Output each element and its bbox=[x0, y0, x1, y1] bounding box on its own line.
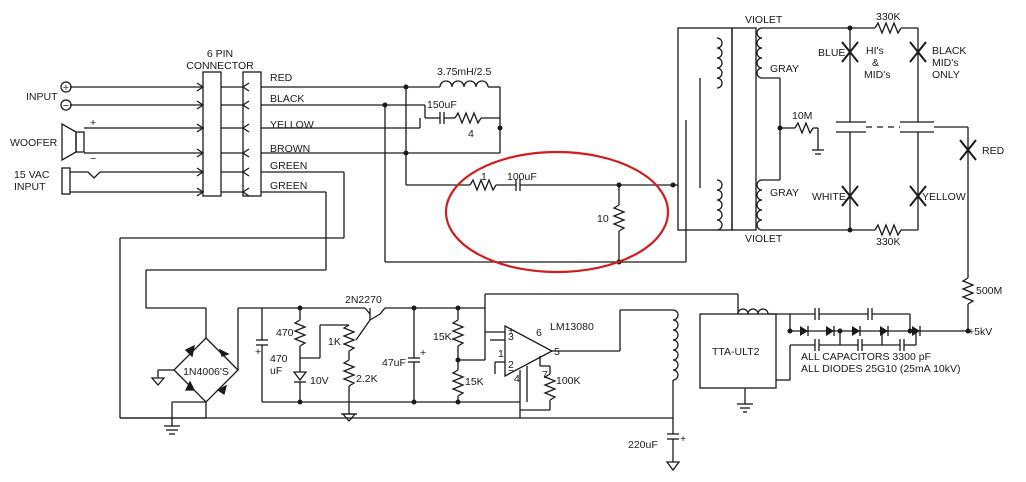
violet-top-label: VIOLET bbox=[745, 14, 783, 26]
wire-black-label: BLACK bbox=[270, 93, 304, 105]
output-transformer bbox=[673, 27, 850, 262]
pin-plus: + bbox=[508, 325, 514, 337]
six-pin-connector bbox=[202, 71, 262, 197]
tta-ult2-transformer bbox=[120, 308, 790, 472]
bridge-rectifier bbox=[120, 307, 262, 435]
res-100k-label: 100K bbox=[556, 375, 581, 387]
res-1-label: 1 bbox=[481, 171, 487, 183]
cap-470-label-1: 470 bbox=[270, 353, 288, 365]
crossover-wiring bbox=[119, 80, 686, 418]
res-2-2k-label: 2.2K bbox=[356, 373, 378, 385]
cap-470-label-2: uF bbox=[270, 365, 282, 377]
res-470-label: 470 bbox=[276, 327, 294, 339]
input-label: INPUT bbox=[26, 91, 58, 103]
pin-3: 3 bbox=[508, 331, 514, 343]
tta-label: TTA-ULT2 bbox=[712, 346, 760, 358]
his-label-2: & bbox=[872, 57, 879, 69]
pin-minus: − bbox=[508, 365, 514, 377]
input-minus-terminal bbox=[60, 99, 72, 111]
voltage-multiplier bbox=[789, 308, 968, 380]
input-minus-sign: − bbox=[63, 100, 69, 112]
pin-1: 1 bbox=[498, 348, 504, 360]
black-mid-label-1: BLACK bbox=[932, 45, 966, 57]
regulator-circuit bbox=[256, 293, 739, 422]
gray-bottom-label: GRAY bbox=[770, 187, 799, 199]
wire-green1-label: GREEN bbox=[270, 160, 307, 172]
ac-jack-icon bbox=[61, 167, 101, 195]
zener-10v-label: 10V bbox=[310, 375, 329, 387]
cap-470-plus: + bbox=[255, 346, 261, 358]
opamp-label: LM13080 bbox=[550, 321, 594, 333]
multiplier-diodes bbox=[800, 326, 921, 336]
cap-47-plus: + bbox=[420, 347, 426, 359]
wire-brown-label: BROWN bbox=[270, 143, 310, 155]
electrostatic-panel bbox=[836, 21, 977, 331]
black-mid-label-2: MID's bbox=[932, 57, 959, 69]
red-right-label: RED bbox=[982, 145, 1005, 157]
vac-label-2: INPUT bbox=[14, 181, 46, 193]
pin-7: 7 bbox=[542, 369, 548, 381]
plus-5kv-label: +5kV bbox=[968, 326, 992, 338]
blue-label: BLUE bbox=[818, 47, 845, 59]
pot-1k-label: 1K bbox=[328, 336, 341, 348]
cap-220-label: 220uF bbox=[628, 439, 658, 451]
his-label-1: HI's bbox=[866, 45, 884, 57]
black-mid-label-3: ONLY bbox=[932, 69, 960, 81]
wire-yellow-label: YELLOW bbox=[270, 119, 314, 131]
all-diodes-label: ALL DIODES 25G10 (25mA 10kV) bbox=[801, 363, 961, 375]
input-plus-terminal bbox=[60, 81, 72, 93]
all-caps-label: ALL CAPACITORS 3300 pF bbox=[801, 351, 931, 363]
pin-4: 4 bbox=[514, 373, 520, 385]
res-500m-label: 500M bbox=[976, 285, 1002, 297]
res-4-label: 4 bbox=[468, 128, 474, 140]
woofer-minus: − bbox=[90, 153, 96, 165]
connector-label-2: CONNECTOR bbox=[186, 60, 254, 72]
pin-5: 5 bbox=[554, 346, 560, 358]
inductor-label: 3.75mH/2.5 bbox=[437, 66, 491, 78]
vac-label-1: 15 VAC bbox=[14, 169, 50, 181]
gray-top-label: GRAY bbox=[770, 63, 799, 75]
bridge-label: 1N4006'S bbox=[183, 366, 229, 378]
violet-bottom-label: VIOLET bbox=[745, 233, 783, 245]
res-330k-bottom-label: 330K bbox=[876, 236, 901, 248]
res-330k-top-label: 330K bbox=[876, 11, 901, 23]
pin-6: 6 bbox=[536, 327, 542, 339]
woofer-label: WOOFER bbox=[10, 137, 58, 149]
white-label: WHITE bbox=[812, 191, 846, 203]
lm13080-opamp bbox=[485, 309, 673, 418]
wire-red-label: RED bbox=[270, 72, 293, 84]
woofer-speaker-icon bbox=[61, 122, 90, 162]
pin-2: 2 bbox=[508, 359, 514, 371]
yellow-right-label: YELLOW bbox=[922, 191, 966, 203]
res-15k-a-label: 15K bbox=[433, 331, 452, 343]
woofer-plus: + bbox=[90, 117, 96, 129]
transistor-label: 2N2270 bbox=[345, 294, 382, 306]
cap-150-label: 150uF bbox=[427, 99, 457, 111]
wire-green2-label: GREEN bbox=[270, 180, 307, 192]
his-label-3: MID's bbox=[864, 69, 891, 81]
res-10-label: 10 bbox=[597, 213, 609, 225]
res-10m-label: 10M bbox=[792, 110, 812, 122]
connector-input-wires bbox=[70, 82, 250, 197]
connector-label-1: 6 PIN bbox=[207, 48, 233, 60]
res-15k-b-label: 15K bbox=[465, 376, 484, 388]
cap-47-label: 47uF bbox=[382, 357, 406, 369]
highlight-ellipse bbox=[444, 150, 670, 274]
cap-100-label: 100uF bbox=[507, 171, 537, 183]
input-plus-sign: + bbox=[63, 82, 69, 94]
cap-220-plus: + bbox=[680, 433, 686, 445]
